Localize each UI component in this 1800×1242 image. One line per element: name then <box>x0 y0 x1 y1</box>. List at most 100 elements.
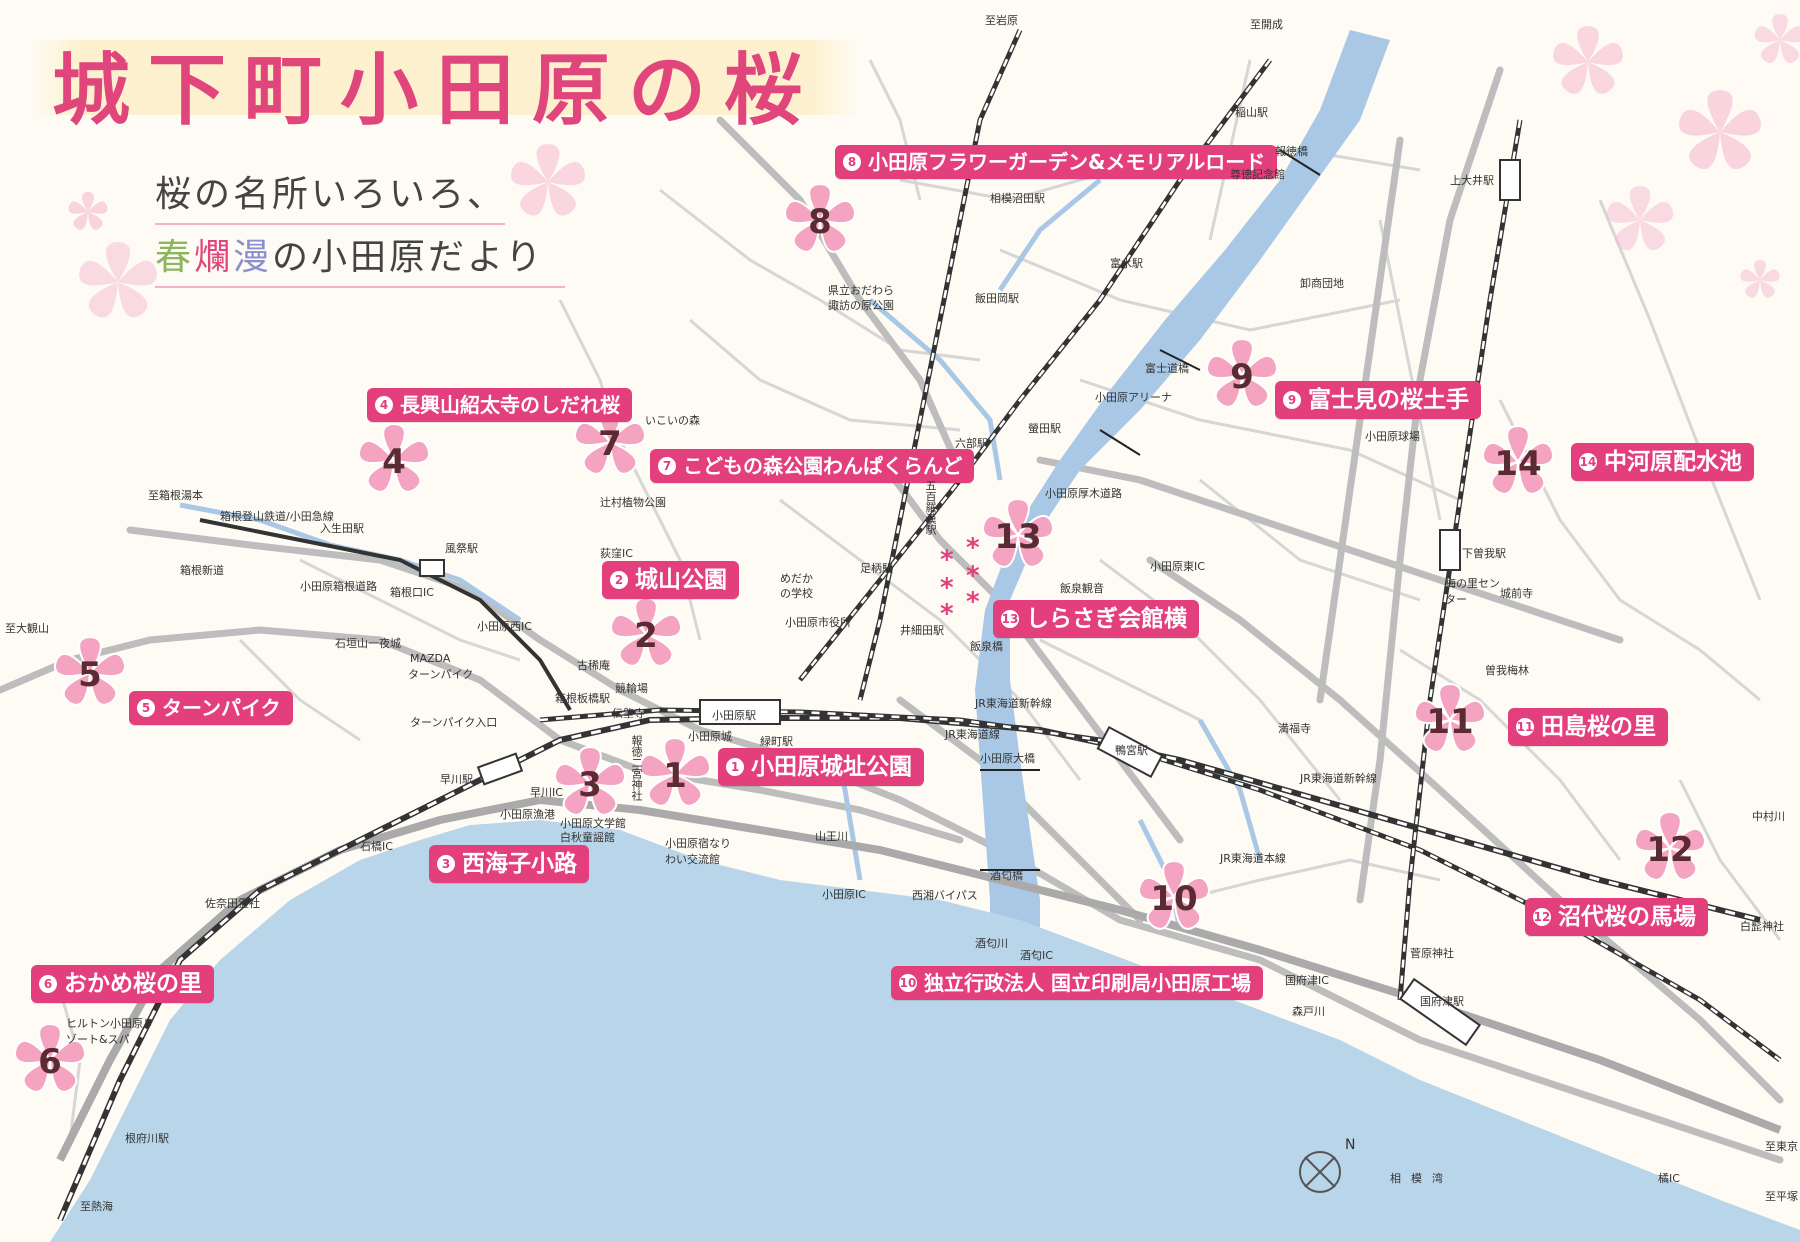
decor-blossom <box>79 242 157 318</box>
blossom-marker[interactable] <box>981 497 1055 568</box>
compass <box>1299 1151 1341 1193</box>
place-label: 五百羅漢駅 <box>924 480 937 535</box>
place-label: 六部駅 <box>955 437 988 450</box>
place-label: ターンパイク入口 <box>410 716 498 729</box>
spot-num-6: 6 <box>39 975 57 993</box>
place-label: 井細田駅 <box>900 624 944 637</box>
place-label: 報徳二宮神社 <box>630 735 643 801</box>
place-label: 箱根登山鉄道/小田急線 <box>220 510 334 523</box>
spot-text-1: 小田原城址公園 <box>751 754 912 780</box>
blossom-marker[interactable] <box>13 1022 87 1093</box>
place-label: 伝肇寺 <box>612 707 645 720</box>
place-label: 富水駅 <box>1110 257 1143 270</box>
decor-blossom <box>1552 26 1624 94</box>
place-label: 小田原箱根道路 <box>300 580 377 593</box>
place-label: 尊徳記念館 <box>1230 168 1285 181</box>
blossom-marker[interactable] <box>357 422 431 493</box>
place-label: 国府津駅 <box>1420 995 1464 1008</box>
blossom-marker[interactable] <box>1413 682 1487 753</box>
blossom-marker[interactable] <box>638 736 712 807</box>
blossom-number: 10 <box>1150 879 1197 919</box>
place-label: 城前寺 <box>1500 587 1533 600</box>
place-label: MAZDA <box>410 652 451 665</box>
place-label: 報徳橋 <box>1275 145 1308 158</box>
place-label: 石橋IC <box>360 840 393 853</box>
decor-blossom <box>1740 260 1780 298</box>
blossom-number: 11 <box>1426 702 1473 742</box>
blossom-marker[interactable] <box>1137 859 1211 930</box>
spot-num-14: 14 <box>1579 453 1597 471</box>
place-label: 箱根板橋駅 <box>555 692 610 705</box>
blossom-number: 12 <box>1646 830 1693 870</box>
place-label: 至岩原 <box>985 14 1018 27</box>
subtitle-char-a: 春 <box>155 237 195 278</box>
place-label: 下曽我駅 <box>1462 547 1506 560</box>
place-label: 螢田駅 <box>1028 422 1061 435</box>
place-label: 競輪場 <box>615 682 648 695</box>
spot-num-3: 3 <box>437 855 455 873</box>
place-label: ヒルトン小田原リゾート&スパ <box>66 1017 154 1046</box>
blossom-marker[interactable] <box>1633 810 1707 881</box>
place-label: 上大井駅 <box>1450 174 1494 187</box>
blossom-number: 9 <box>1230 357 1254 397</box>
place-label: 小田原IC <box>822 888 866 901</box>
place-label: 小田原厚木道路 <box>1045 487 1122 500</box>
place-label: 酒匂橋 <box>990 869 1023 882</box>
place-label: 緑町駅 <box>760 735 793 748</box>
spot-text-10: 独立行政法人 国立印刷局小田原工場 <box>924 971 1251 995</box>
blossom-number: 2 <box>634 616 658 656</box>
decor-blossom <box>511 144 585 216</box>
place-label: 早川IC <box>530 786 563 799</box>
spot-text-12: 沼代桜の馬場 <box>1558 904 1696 930</box>
spot-label-5[interactable]: 5 ターンパイク <box>129 691 293 725</box>
blossom-marker[interactable] <box>1205 337 1279 408</box>
place-label: 小田原漁港 <box>500 808 555 821</box>
blossom-marker[interactable] <box>1481 424 1555 495</box>
place-label: ターンパイク <box>408 668 474 681</box>
place-label: 梅の里センター <box>1445 577 1500 606</box>
spot-num-2: 2 <box>610 571 628 589</box>
blossom-marker[interactable] <box>553 745 627 816</box>
blossom-number: 3 <box>578 765 602 805</box>
place-label: 富士道橋 <box>1145 362 1189 375</box>
place-label: 至東京 <box>1765 1140 1798 1153</box>
place-label: 飯田岡駅 <box>975 292 1019 305</box>
blossom-number: 7 <box>598 424 622 464</box>
spot-num-4: 4 <box>375 396 393 414</box>
blossom-marker[interactable] <box>783 182 857 253</box>
place-label: 満福寺 <box>1278 722 1311 735</box>
blossom-number: 14 <box>1494 444 1541 484</box>
page-title: 城下町小田原の桜 <box>52 45 821 136</box>
spot-text-5: ターンパイク <box>162 696 281 720</box>
place-label: 白秋童謡館 <box>560 831 615 844</box>
place-label: 曽我梅林 <box>1485 664 1529 677</box>
place-label: 箱根口IC <box>390 586 434 599</box>
place-label: JR東海道線 <box>945 728 1000 741</box>
blossom-number: 8 <box>808 202 832 242</box>
subtitle-char-c: 漫 <box>233 237 273 278</box>
place-label: いこいの森 <box>645 414 700 427</box>
compass-north: N <box>1345 1137 1356 1153</box>
place-label: JR東海道新幹線 <box>975 697 1052 710</box>
sakawa-river <box>975 30 1390 950</box>
spot-num-13: 13 <box>1001 610 1019 628</box>
blossom-marker[interactable] <box>53 635 127 706</box>
place-label: 至平塚 <box>1765 1190 1798 1203</box>
subtitle-rest: の小田原だより <box>272 237 545 278</box>
spot-num-5: 5 <box>137 699 155 717</box>
